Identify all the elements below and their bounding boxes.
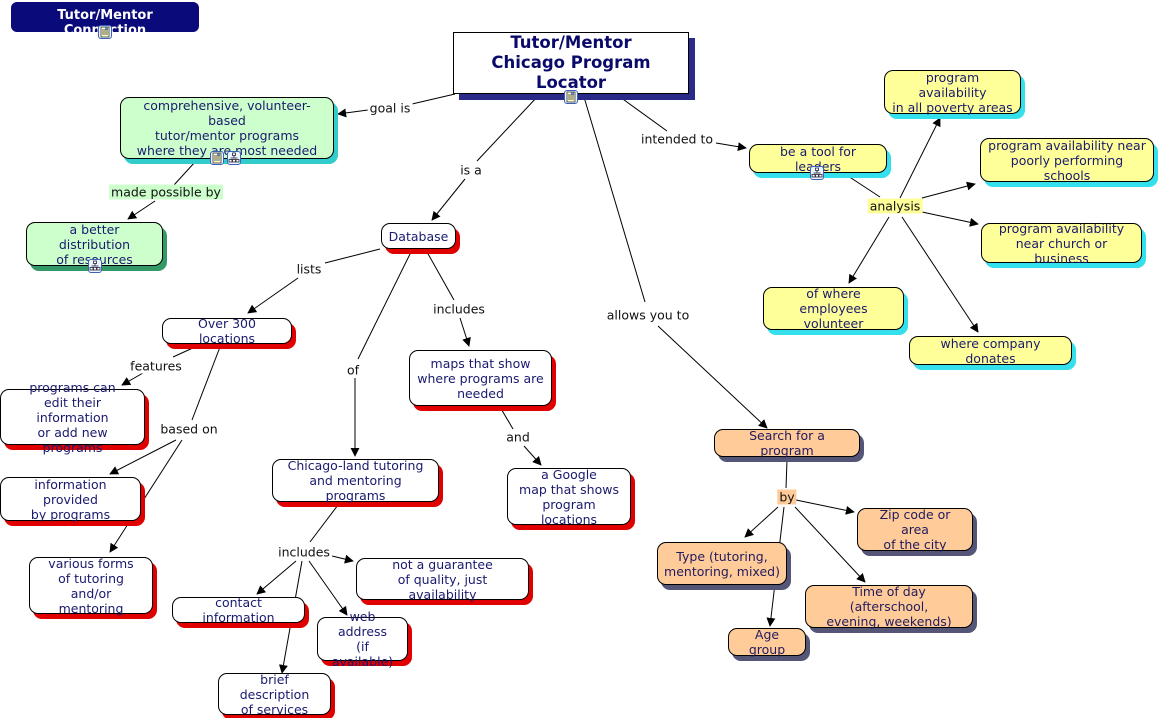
document-icon[interactable] — [210, 151, 224, 165]
brief-description-node[interactable]: brief description of services — [218, 672, 331, 717]
link-label-by: by — [777, 489, 797, 505]
document-icon[interactable] — [564, 90, 578, 104]
edge-arrow — [247, 277, 299, 314]
age-group-node[interactable]: Age group — [728, 627, 806, 657]
employees-volunteer-node[interactable]: of where employees volunteer — [763, 286, 904, 331]
link-label-analysis: analysis — [867, 198, 923, 214]
search-for-program-node[interactable]: Search for a program — [714, 428, 860, 458]
edge-line — [476, 95, 539, 162]
edge-arrow — [744, 506, 779, 538]
company-donates-node[interactable]: where company donates — [909, 336, 1072, 366]
link-label-of: of — [344, 362, 362, 378]
edge-arrow — [431, 178, 466, 221]
information-provided-node[interactable]: information provided by programs — [0, 477, 141, 522]
link-label-is-a: is a — [458, 162, 484, 178]
time-of-day-node[interactable]: Time of day (afterschool, evening, weeke… — [805, 584, 973, 629]
type-node[interactable]: Type (tutoring, mentoring, mixed) — [657, 542, 787, 585]
database-node[interactable]: Database — [381, 223, 456, 249]
link-label-intended-to: intended to — [639, 131, 715, 147]
submap-icon[interactable] — [88, 259, 102, 273]
edge-line — [499, 406, 514, 430]
over-300-locations-node[interactable]: Over 300 locations — [162, 316, 292, 346]
edge-line — [191, 346, 221, 421]
edge-line — [357, 251, 412, 360]
church-or-business-node[interactable]: program availability near church or busi… — [981, 221, 1142, 266]
edge-arrow — [795, 499, 855, 515]
poverty-areas-node[interactable]: program availability in all poverty area… — [884, 70, 1021, 115]
edge-arrow — [899, 117, 941, 199]
not-a-guarantee-node[interactable]: not a guarantee of quality, just availab… — [356, 557, 529, 602]
edge-arrow — [459, 317, 471, 347]
submap-icon[interactable] — [227, 151, 241, 165]
poorly-performing-schools-node[interactable]: program availability near poorly perform… — [980, 138, 1154, 183]
link-label-and: and — [504, 429, 532, 445]
edge-arrow — [901, 216, 979, 333]
edge-arrow — [921, 211, 979, 227]
document-icon[interactable] — [98, 25, 112, 39]
program-locator-title-node[interactable]: Tutor/Mentor Chicago Program Locator — [453, 32, 689, 94]
contact-information-node[interactable]: contact information — [172, 595, 305, 625]
edge-line — [173, 161, 196, 186]
edge-line — [324, 248, 381, 264]
maps-node[interactable]: maps that show where programs are needed — [409, 350, 552, 406]
edit-information-node[interactable]: programs can edit their information or a… — [0, 380, 145, 455]
edge-arrow — [921, 181, 976, 199]
edge-line — [847, 175, 881, 198]
better-distribution-node[interactable]: a better distribution of resources — [26, 222, 163, 267]
edge-arrow — [337, 108, 369, 118]
google-map-node[interactable]: a Google map that shows program location… — [507, 467, 631, 527]
link-label-includes-database: includes — [431, 301, 487, 317]
link-label-based-on: based on — [158, 421, 220, 437]
edge-line — [426, 251, 455, 301]
chicagoland-programs-node[interactable]: Chicago-land tutoring and mentoring prog… — [272, 458, 439, 503]
edge-line — [619, 96, 668, 132]
edge-arrow — [715, 142, 747, 152]
edge-line — [411, 93, 456, 105]
zip-code-node[interactable]: Zip code or area of the city — [857, 507, 973, 552]
edge-arrow — [127, 200, 156, 220]
link-label-features: features — [128, 358, 184, 374]
various-forms-node[interactable]: various forms of tutoring and/or mentori… — [29, 556, 153, 616]
submap-icon[interactable] — [810, 166, 824, 180]
edge-line — [172, 346, 196, 358]
link-label-made-possible-by: made possible by — [109, 184, 223, 200]
web-address-node[interactable]: web address (if available) — [317, 609, 408, 669]
edge-arrow — [657, 325, 768, 429]
edge-arrow — [794, 506, 866, 583]
link-label-allows-you-to: allows you to — [604, 307, 692, 323]
edge-arrow — [848, 216, 890, 284]
edge-arrow — [331, 554, 354, 564]
link-label-lists: lists — [294, 261, 324, 277]
link-label-goal-is: goal is — [367, 100, 413, 116]
edge-arrow — [523, 445, 542, 466]
edge-line — [583, 96, 646, 303]
edge-arrow — [308, 560, 348, 616]
link-label-includes-programs: includes — [276, 544, 332, 560]
edge-arrow — [256, 560, 297, 595]
edge-line — [309, 504, 339, 543]
edge-line — [785, 459, 788, 489]
goal-node[interactable]: comprehensive, volunteer-based tutor/men… — [120, 97, 334, 159]
